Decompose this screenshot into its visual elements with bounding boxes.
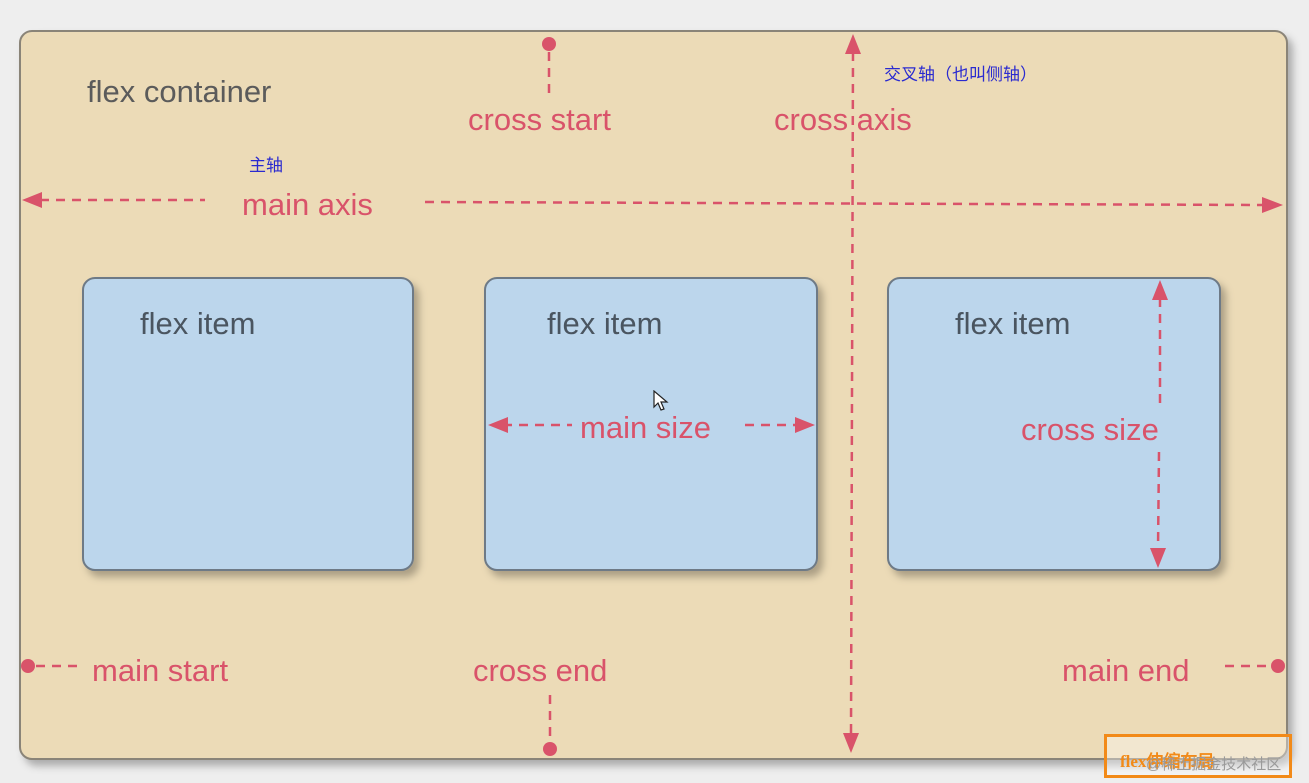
cross-end-dot (543, 742, 557, 756)
main-end-label: main end (1062, 653, 1190, 688)
main-axis-line-right (424, 200, 1266, 207)
main-size-label: main size (580, 410, 711, 445)
cross-start-dot (542, 37, 556, 51)
cross-size-arrow-top (1152, 280, 1168, 300)
cross-size-arrow-bottom (1150, 548, 1166, 568)
cross-axis-arrow-bottom (843, 733, 859, 753)
watermark-credit: @稀土掘金技术社区 (1146, 756, 1282, 773)
cross-axis-cn-annotation: 交叉轴（也叫侧轴） (884, 65, 1037, 84)
watermark-frame (1104, 734, 1292, 778)
cross-axis-line (849, 51, 855, 736)
cross-start-label: cross start (468, 102, 611, 137)
main-size-arrow-left (488, 417, 508, 433)
main-axis-arrow-left (22, 192, 42, 208)
mouse-cursor-icon (653, 390, 669, 411)
main-start-dot (21, 659, 35, 673)
cross-end-label: cross end (473, 653, 608, 688)
flex-item-2-label: flex item (547, 306, 663, 341)
cross-axis-label: cross axis (774, 102, 912, 137)
flex-item-3-label: flex item (955, 306, 1071, 341)
cross-size-label: cross size (1021, 412, 1159, 447)
cross-axis-arrow-top (845, 34, 861, 54)
main-start-label: main start (92, 653, 229, 688)
flex-item-1-label: flex item (140, 306, 256, 341)
main-size-arrow-right (795, 417, 815, 433)
watermark-title: flex伸缩布局 (1120, 752, 1215, 771)
flex-container-label: flex container (87, 74, 272, 109)
flex-item-1 (82, 277, 414, 571)
main-axis-cn-annotation: 主轴 (249, 156, 283, 175)
flex-item-2 (484, 277, 818, 571)
main-axis-arrow-right (1262, 197, 1283, 213)
main-end-dot (1271, 659, 1285, 673)
cross-size-line-bottom (1156, 451, 1161, 551)
main-axis-label: main axis (242, 187, 373, 222)
flex-item-3 (887, 277, 1221, 571)
